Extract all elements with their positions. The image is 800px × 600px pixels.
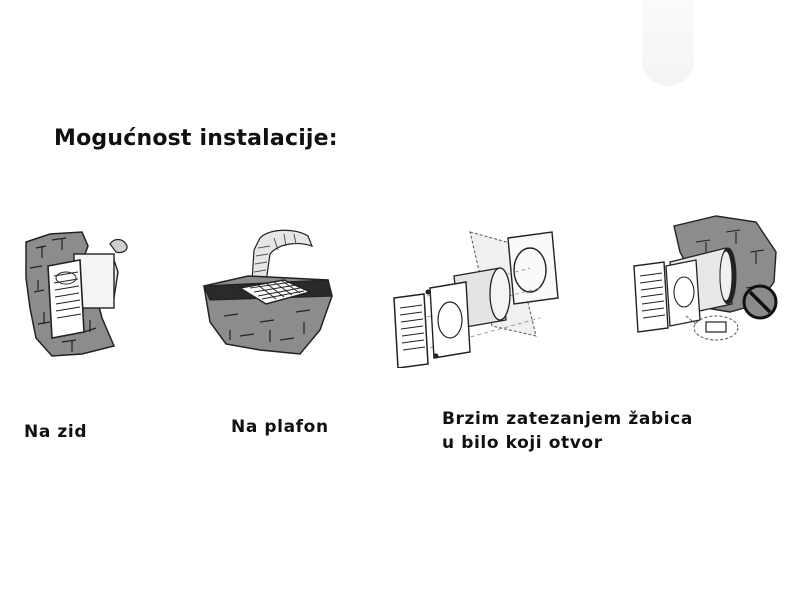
faint-background-shape (642, 0, 694, 86)
clip-mount-exploded-illustration (390, 228, 570, 368)
no-drilling-icon (740, 282, 780, 322)
page-title: Mogućnost instalacije: (54, 126, 338, 151)
caption-clip-mount-line-2: u bilo koji otvor (442, 431, 693, 455)
caption-clip-mount-line-1: Brzim zatezanjem žabica (442, 407, 693, 431)
caption-wall-mount: Na zid (24, 420, 87, 444)
caption-clip-mount: Brzim zatezanjem žabica u bilo koji otvo… (442, 407, 693, 455)
ceiling-mount-illustration (200, 226, 340, 358)
wall-mount-illustration (22, 228, 142, 358)
caption-ceiling-mount: Na plafon (231, 415, 329, 439)
